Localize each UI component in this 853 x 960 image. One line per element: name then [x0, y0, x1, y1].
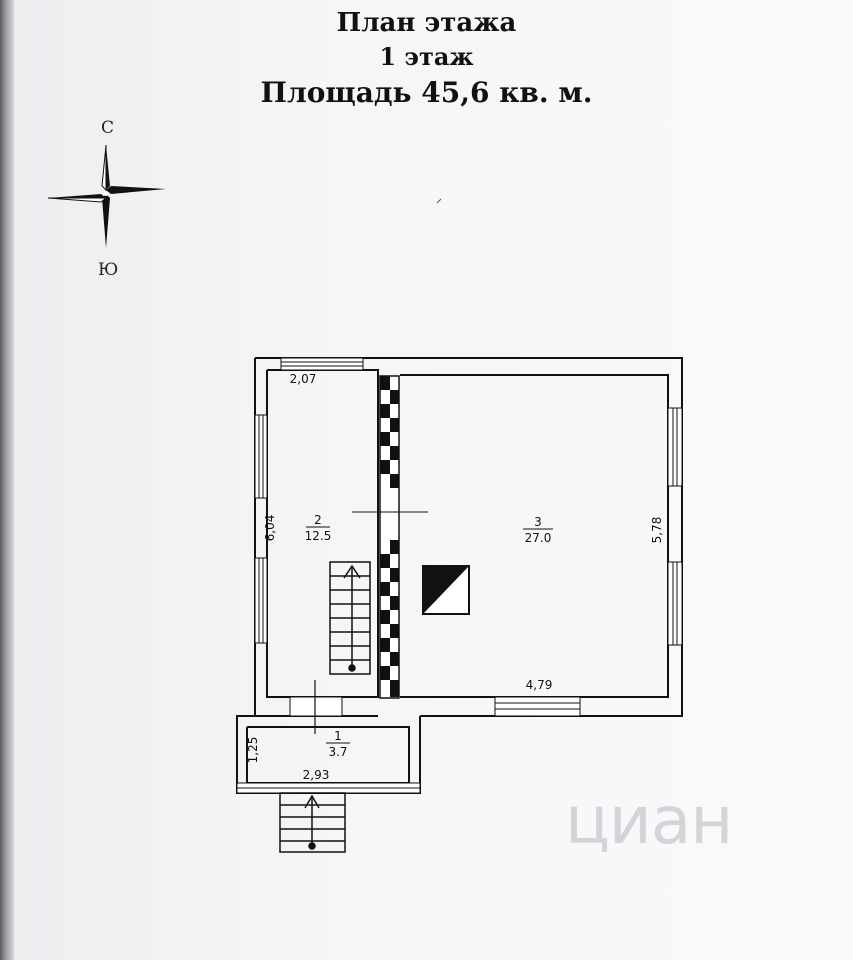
room-1-area: 3.7 — [328, 745, 347, 759]
plan-title: План этажа — [336, 8, 517, 38]
chimney-icon — [422, 565, 470, 615]
entrance-stairs-icon — [279, 792, 346, 853]
compass-north-label: С — [101, 118, 115, 138]
room-2-area: 12.5 — [305, 529, 332, 543]
room-2-number: 2 — [314, 513, 322, 527]
compass-rose-icon — [47, 144, 166, 248]
room-3-number: 3 — [534, 515, 542, 529]
plan-sheet — [14, 0, 853, 960]
dim-room3-bottom: 4,79 — [526, 678, 553, 692]
dim-room1-left: 1,25 — [246, 737, 260, 764]
dim-room1-bottom: 2,93 — [303, 768, 330, 782]
dim-room3-right: 5,78 — [650, 517, 664, 544]
page-edge-shadow — [0, 0, 14, 960]
interior-stairs-icon — [329, 561, 371, 675]
floor-label: 1 этаж — [379, 42, 474, 71]
partition-wall — [379, 375, 400, 699]
dim-room2-left: 6,04 — [263, 515, 277, 542]
dim-room2-top: 2,07 — [290, 372, 317, 386]
watermark-logo: циан — [565, 782, 733, 859]
compass-south-label: Ю — [98, 260, 119, 280]
room-1-number: 1 — [334, 729, 342, 743]
door-opening — [289, 680, 343, 734]
area-label: Площадь 45,6 кв. м. — [260, 76, 593, 109]
stray-mark — [436, 198, 442, 204]
windows — [236, 357, 683, 794]
room-3-area: 27.0 — [525, 531, 552, 545]
